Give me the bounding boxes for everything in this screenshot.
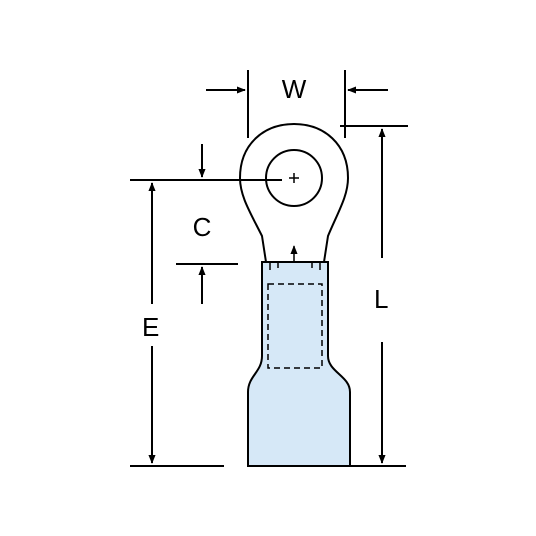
dimension-c — [176, 144, 238, 304]
dimension-e — [130, 179, 282, 467]
insulation-sleeve — [247, 261, 351, 467]
sleeve-crimp-edge — [261, 262, 329, 272]
ring-terminal — [238, 122, 351, 467]
w-label: W — [282, 74, 307, 104]
e-label: E — [142, 312, 159, 342]
l-label: L — [374, 284, 388, 314]
c-label: C — [193, 212, 212, 242]
dimension-l — [340, 125, 408, 467]
hidden-barrel — [267, 283, 323, 369]
